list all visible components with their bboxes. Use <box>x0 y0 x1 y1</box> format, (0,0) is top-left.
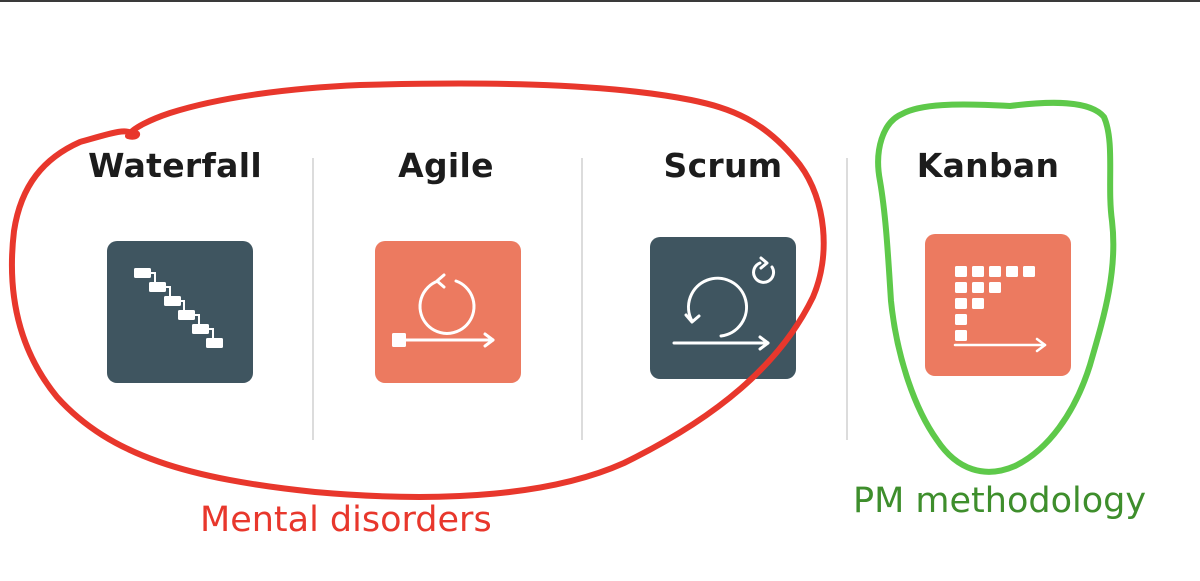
pm-methodology-label: PM methodology <box>853 481 1147 521</box>
scrum-icon <box>650 237 796 379</box>
agile-icon <box>375 241 521 383</box>
waterfall-icon <box>107 241 253 383</box>
column-divider <box>312 158 314 440</box>
kanban-icon <box>925 234 1071 376</box>
agile-title: Agile <box>398 146 494 185</box>
scrum-title: Scrum <box>663 146 783 185</box>
top-border <box>0 0 1200 2</box>
column-divider <box>846 158 848 440</box>
column-divider <box>581 158 583 440</box>
kanban-title: Kanban <box>916 146 1060 185</box>
mental-disorders-label: Mental disorders <box>200 500 492 540</box>
waterfall-title: Waterfall <box>88 146 262 185</box>
